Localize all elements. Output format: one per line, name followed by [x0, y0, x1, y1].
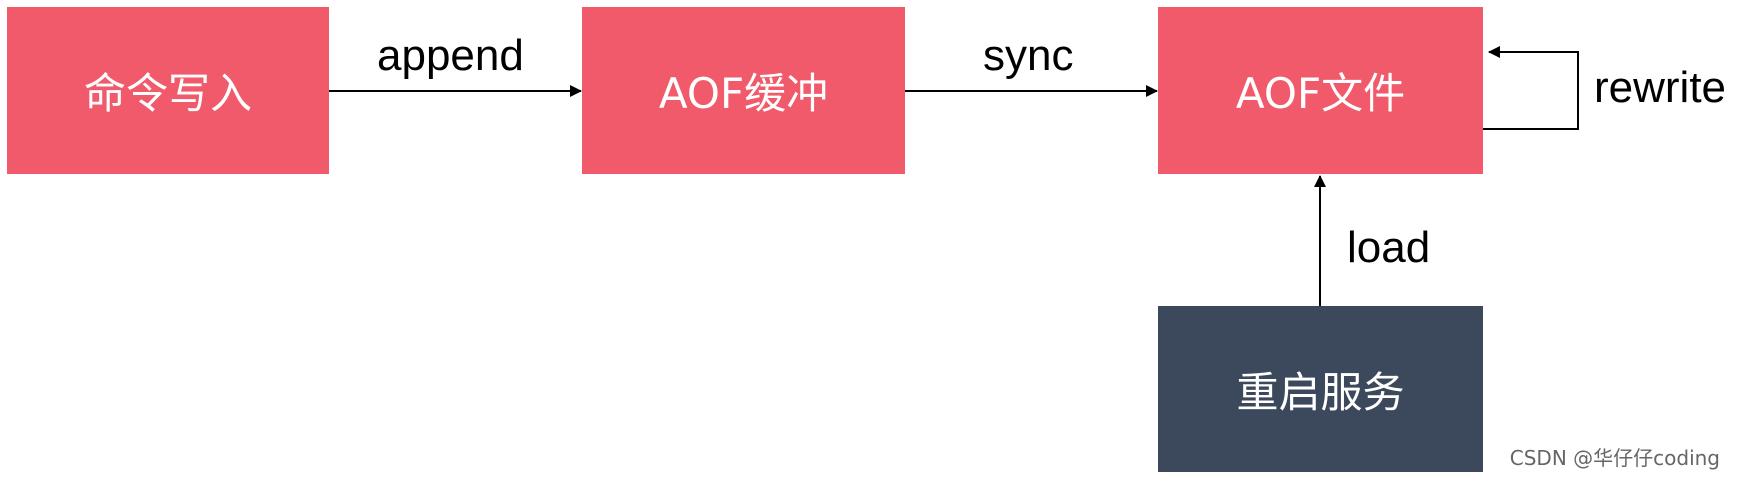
node-write-command-label: 命令写入 — [83, 69, 252, 118]
edge-label-load: load — [1347, 223, 1431, 272]
edge-label-append: append — [377, 31, 524, 80]
node-aof-file-label: AOF文件 — [1235, 69, 1406, 118]
edge-label-rewrite: rewrite — [1594, 63, 1727, 112]
rewrite-loop-arrow — [1483, 46, 1579, 130]
node-write-command: 命令写入 — [7, 7, 329, 174]
node-aof-buffer: AOF缓冲 — [582, 7, 905, 174]
node-aof-buffer-label: AOF缓冲 — [658, 69, 829, 118]
watermark-text: CSDN @华仔仔coding — [1509, 446, 1720, 470]
edge-label-sync: sync — [983, 31, 1074, 80]
node-restart-service-label: 重启服务 — [1236, 367, 1405, 417]
node-aof-file: AOF文件 — [1158, 7, 1483, 174]
node-restart-service: 重启服务 — [1158, 306, 1483, 472]
